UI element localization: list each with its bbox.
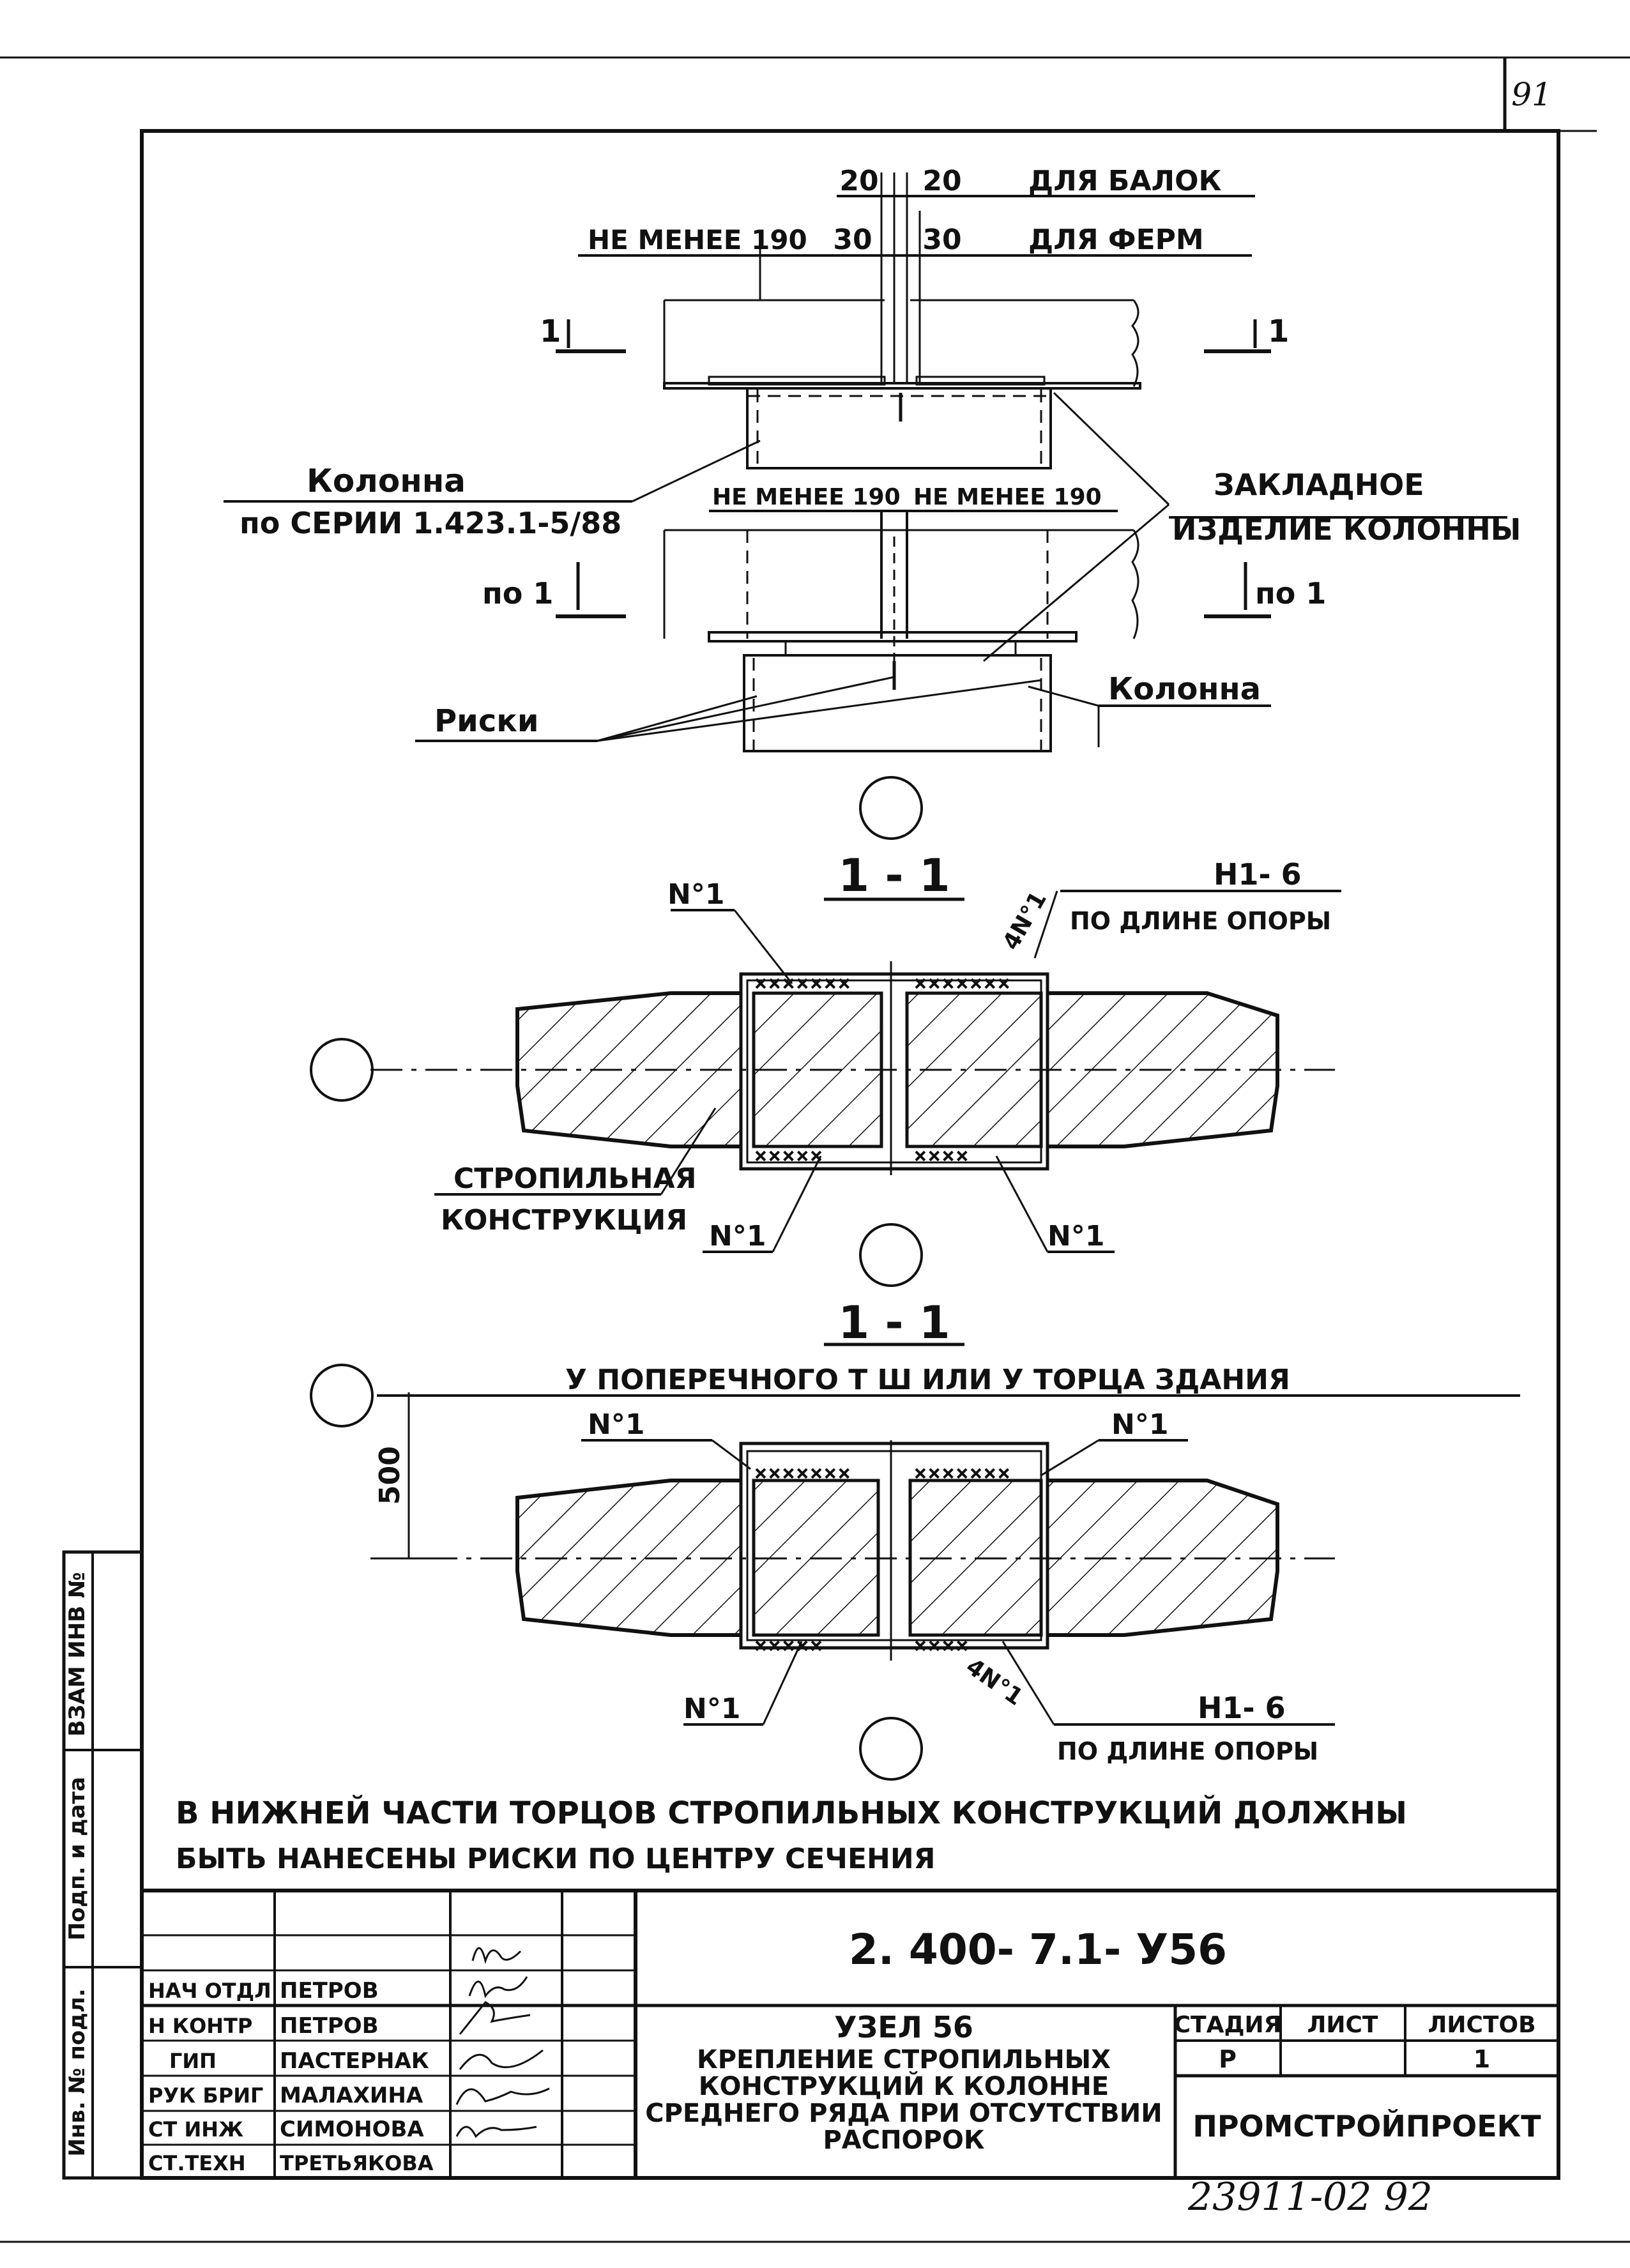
role-0: НАЧ ОТДЛ — [148, 1979, 271, 2003]
sheets-header: ЛИСТОВ — [1428, 2012, 1535, 2038]
weld-label-2: 4N°1 — [961, 1654, 1028, 1711]
footer-code: 23911-02 92 — [1187, 2175, 1433, 2219]
svg-text:××××: ×××× — [913, 1146, 969, 1166]
section-subtitle-2: У ПОПЕРЕЧНОГО Т Ш ИЛИ У ТОРЦА ЗДАНИЯ — [565, 1364, 1290, 1396]
weld-label: 4N°1 — [998, 887, 1052, 955]
section-1-1: ××××××× ××××××× ××××× ×××× — [310, 890, 1341, 1287]
dim-min-190: НЕ МЕНЕЕ 190 — [588, 224, 807, 255]
dim-trusses-label: ДЛЯ ФЕРМ — [1028, 224, 1204, 256]
title-block-grid — [142, 1889, 1558, 2178]
marks-label: Риски — [434, 703, 538, 739]
name-4: СИМОНОВА — [280, 2117, 424, 2142]
along-support-label: ПО ДЛИНЕ ОПОРЫ — [1070, 907, 1331, 935]
title-desc-1: КРЕПЛЕНИЕ СТРОПИЛЬНЫХ — [697, 2045, 1111, 2074]
section-1-1-end: ××××××× ××××××× ××××× ×××× — [310, 1343, 1520, 1781]
side-vzam: ВЗАМ ИНВ № — [65, 1572, 90, 1737]
svg-text:×××××××: ××××××× — [913, 1464, 1011, 1483]
sheet-frame — [0, 56, 1630, 2243]
section-mark-left: 1 — [540, 314, 561, 349]
sheet-header: ЛИСТ — [1307, 2012, 1378, 2038]
dim-min-190-right: НЕ МЕНЕЕ 190 — [913, 484, 1102, 510]
section-mark-right-2: по 1 — [1255, 576, 1326, 611]
doc-code: 2. 400- 7.1- У56 — [849, 1925, 1227, 1974]
top-elevation — [224, 172, 1507, 840]
role-1: Н КОНТР — [148, 2014, 252, 2038]
page-number: 91 — [1511, 76, 1552, 113]
name-3: МАЛАХИНА — [280, 2083, 423, 2108]
column-series-label-1: Колонна — [307, 462, 466, 499]
stage-value: Р — [1219, 2045, 1237, 2073]
note-line-1: В НИЖНЕЙ ЧАСТИ ТОРЦОВ СТРОПИЛЬНЫХ КОНСТР… — [176, 1795, 1407, 1831]
n1-s2-right-label: N°1 — [1111, 1408, 1168, 1441]
dim-trusses-left: 30 — [833, 224, 872, 256]
svg-text:×××××: ××××× — [754, 1146, 823, 1166]
signatures — [455, 1947, 550, 2138]
svg-text:×××××××: ××××××× — [754, 974, 851, 993]
svg-text:×××××××: ××××××× — [754, 1464, 851, 1483]
title-desc-4: РАСПОРОК — [823, 2126, 984, 2155]
role-5: СТ.ТЕХН — [148, 2151, 246, 2175]
section-title-1: 1 - 1 — [838, 849, 950, 902]
n1-s2-left-label: N°1 — [588, 1408, 644, 1441]
role-2: ГИП — [169, 2049, 217, 2073]
note-line-2: БЫТЬ НАНЕСЕНЫ РИСКИ ПО ЦЕНТРУ СЕЧЕНИЯ — [176, 1843, 936, 1875]
along-support-label-2: ПО ДЛИНЕ ОПОРЫ — [1057, 1737, 1318, 1765]
name-2: ПАСТЕРНАК — [280, 2048, 429, 2074]
role-3: РУК БРИГ — [148, 2083, 263, 2108]
column-series-label-2: по СЕРИИ 1.423.1-5/88 — [240, 506, 621, 540]
h1-label-2: Н1- 6 — [1198, 1691, 1286, 1725]
svg-text:×××××××: ××××××× — [913, 974, 1011, 993]
dim-min-190-left: НЕ МЕНЕЕ 190 — [712, 484, 901, 510]
side-inv: Инв. № подл. — [65, 1988, 90, 2156]
rafter-label-2: КОНСТРУКЦИЯ — [441, 1204, 687, 1237]
name-0: ПЕТРОВ — [280, 1978, 379, 2004]
node-title: УЗЕЛ 56 — [834, 2010, 973, 2044]
section-title-2: 1 - 1 — [838, 1297, 950, 1349]
org-name: ПРОМСТРОЙПРОЕКТ — [1192, 2109, 1541, 2143]
dim-trusses-right: 30 — [922, 224, 961, 256]
svg-text:××××: ×××× — [913, 1636, 969, 1655]
dim-beams-left: 20 — [839, 165, 878, 197]
dim-beams-label: ДЛЯ БАЛОК — [1028, 165, 1221, 197]
n1-s2-bottom-label: N°1 — [683, 1693, 740, 1725]
side-podp: Подп. и дата — [65, 1777, 90, 1940]
dim-500: 500 — [374, 1446, 406, 1505]
n1-top-label: N°1 — [667, 878, 724, 911]
n1-bottom-right-label: N°1 — [1047, 1220, 1104, 1252]
sheets-value: 1 — [1474, 2045, 1490, 2073]
dim-beams-right: 20 — [922, 165, 961, 197]
title-desc-2: КОНСТРУКЦИЙ К КОЛОННЕ — [699, 2071, 1109, 2101]
svg-text:×××××: ××××× — [754, 1636, 823, 1655]
rafter-label-1: СТРОПИЛЬНАЯ — [453, 1162, 696, 1195]
section-mark-left-2: по 1 — [482, 576, 553, 611]
side-stamp — [62, 1550, 144, 2180]
embedded-label-1: ЗАКЛАДНОЕ — [1214, 468, 1424, 502]
name-1: ПЕТРОВ — [280, 2013, 379, 2039]
stage-header: СТАДИЯ — [1174, 2012, 1282, 2038]
name-5: ТРЕТЬЯКОВА — [280, 2151, 434, 2175]
embedded-label-2: ИЗДЕЛИЕ КОЛОННЫ — [1172, 512, 1521, 547]
section-mark-right: 1 — [1268, 314, 1289, 349]
h1-label: Н1- 6 — [1214, 857, 1302, 892]
role-4: СТ ИНЖ — [148, 2117, 243, 2142]
n1-bottom-left-label: N°1 — [709, 1220, 766, 1252]
column-label: Колонна — [1108, 671, 1261, 707]
title-desc-3: СРЕДНЕГО РЯДА ПРИ ОТСУТСТВИИ — [645, 2099, 1162, 2128]
